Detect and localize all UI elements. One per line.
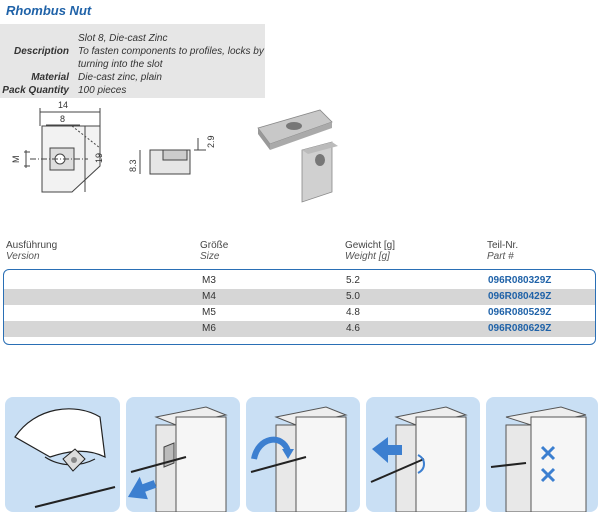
table-row: M5 4.8 096R080529Z	[4, 305, 595, 321]
header-size-de: Größe	[200, 240, 229, 251]
cell-part-number[interactable]: 096R080429Z	[488, 291, 552, 302]
page-title: Rhombus Nut	[6, 3, 92, 18]
step-2-panel	[126, 397, 240, 512]
product-photo	[257, 109, 338, 203]
step-3-panel	[246, 397, 360, 512]
step-5-panel	[486, 397, 598, 512]
description-value-2: To fasten components to profiles, locks …	[78, 46, 264, 57]
cell-size: M3	[202, 275, 216, 286]
dim-19-label: 19	[94, 153, 104, 163]
technical-drawing: 14 8 M 19 8.3 2.9	[11, 100, 216, 193]
header-size-en: Size	[200, 251, 220, 262]
header-size: Größe Size	[200, 240, 228, 262]
locked-nut-illustration	[490, 406, 587, 512]
insert-nut-illustration	[127, 406, 228, 512]
material-value: Die-cast zinc, plain	[78, 72, 162, 83]
description-value-1: Slot 8, Die-cast Zinc	[78, 33, 168, 44]
table-row: M4 5.0 096R080429Z	[4, 289, 595, 305]
cell-weight: 4.8	[346, 307, 360, 318]
description-value-3: turning into the slot	[78, 59, 163, 70]
cell-size: M6	[202, 323, 216, 334]
header-weight: Gewicht [g] Weight [g]	[345, 240, 395, 262]
cell-part-number[interactable]: 096R080329Z	[488, 275, 552, 286]
pack-quantity-label: Pack Quantity	[2, 85, 69, 96]
step-4-panel	[366, 397, 480, 512]
description-label: Description	[13, 46, 69, 57]
material-label: Material	[31, 72, 69, 83]
header-version-en: Version	[6, 251, 40, 262]
header-part-de: Teil-Nr.	[487, 240, 519, 251]
table-row: M3 5.2 096R080329Z	[4, 273, 595, 289]
cell-part-number[interactable]: 096R080629Z	[488, 323, 552, 334]
header-part-en: Part #	[487, 251, 514, 262]
dim-8-3-label: 8.3	[128, 159, 138, 172]
header-weight-en: Weight [g]	[345, 251, 390, 262]
hand-holding-nut-illustration	[14, 408, 116, 508]
dim-m-label: M	[11, 156, 21, 164]
pack-quantity-value: 100 pieces	[78, 85, 127, 96]
header-weight-de: Gewicht [g]	[345, 240, 396, 251]
cell-weight: 5.0	[346, 291, 360, 302]
step-1-panel	[5, 397, 120, 512]
dim-14-label: 14	[58, 100, 68, 110]
dim-8-label: 8	[60, 114, 65, 124]
dim-2-9-label: 2.9	[206, 135, 216, 148]
cell-size: M4	[202, 291, 216, 302]
description-box	[0, 24, 265, 98]
cell-weight: 5.2	[346, 275, 360, 286]
turn-nut-illustration	[250, 406, 348, 512]
cell-size: M5	[202, 307, 216, 318]
cell-part-number[interactable]: 096R080529Z	[488, 307, 552, 318]
tighten-nut-illustration	[370, 406, 468, 512]
header-version-de: Ausführung	[6, 240, 58, 251]
cell-weight: 4.6	[346, 323, 360, 334]
header-version: Ausführung Version	[6, 240, 57, 262]
header-part: Teil-Nr. Part #	[487, 240, 518, 262]
parts-table: M3 5.2 096R080329Z M4 5.0 096R080429Z M5…	[3, 269, 596, 345]
table-row: M6 4.6 096R080629Z	[4, 321, 595, 337]
